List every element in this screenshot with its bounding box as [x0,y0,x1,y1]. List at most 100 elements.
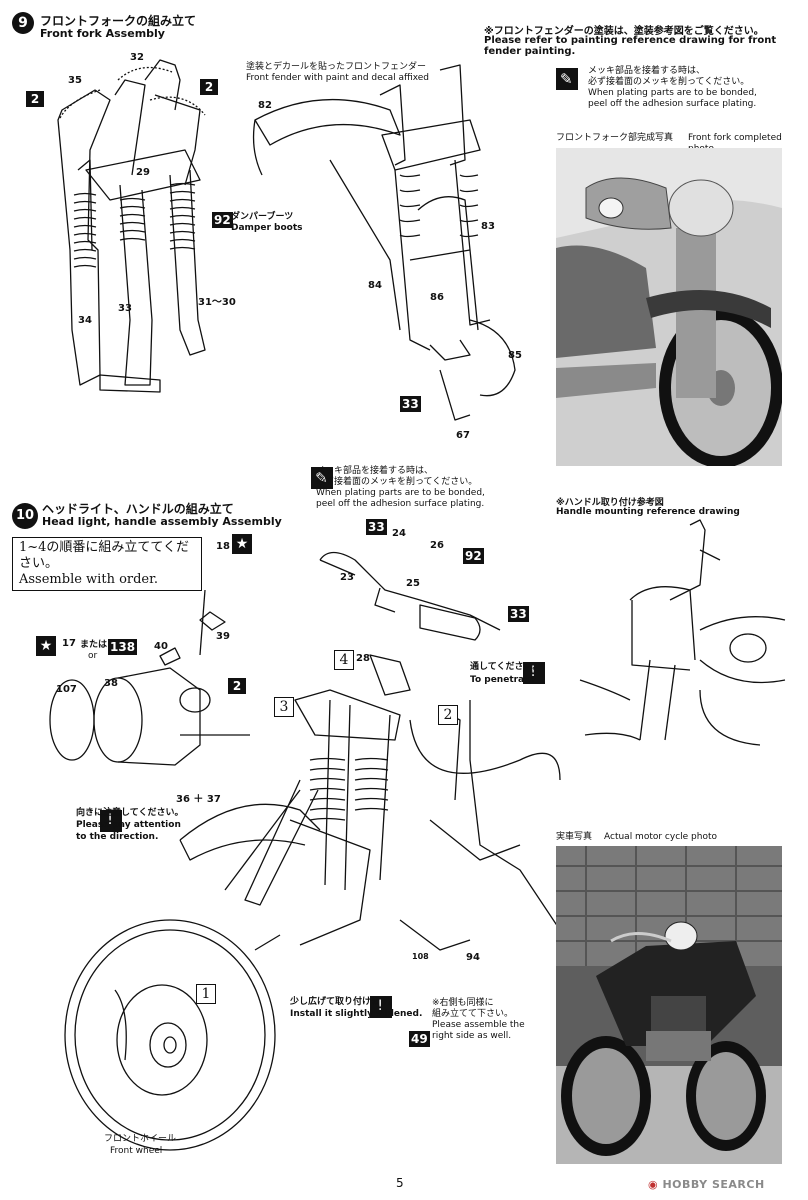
photo2-caption-en: Actual motor cycle photo [604,832,718,842]
step-marker-1: 1 [196,984,216,1004]
part-number-83: 83 [481,221,495,232]
step10-title-jp: ヘッドライト、ハンドルの組み立て [42,502,234,516]
front-fork-drawing [57,59,206,393]
damper-boots-jp: ダンパーブーツ [231,212,294,222]
attention-icon-2: ! [523,662,546,684]
watermark-text: HOBBY SEARCH [662,1178,765,1191]
or-label-en: or [88,651,98,661]
or-label-jp: または [80,640,108,650]
part-number-25: 25 [406,578,420,589]
part-number-35: 35 [68,75,82,86]
watermark-logo-icon: ◉ [648,1178,659,1191]
part-number-86: 86 [430,292,444,303]
part-tag-2-headlight: 2 [228,678,246,694]
part-number-18: 18 [216,541,230,552]
widen-note-en: Install it slightly widened. [290,1009,423,1019]
part-tag-138: 138 [108,639,138,655]
penetrate-note-jp: 通してください。 [470,662,542,672]
part-number-34: 34 [78,315,92,326]
assembly-order-jp: 1~4の順番に組み立ててください。 [19,540,190,571]
part-number-17: 17 [62,638,76,649]
direction-note-en2: to the direction. [76,832,159,842]
part-number-33: 33 [118,303,132,314]
direction-note-jp: 向きに注意してください。 [76,808,184,818]
step-marker-2: 2 [438,705,458,725]
step10-title-en: Head light, handle assembly Assembly [42,515,282,528]
direction-note-en1: Please pay attention [76,820,181,830]
plating-note-mid-en2: peel off the adhesion surface plating. [316,499,485,509]
part-number-67: 67 [456,430,470,441]
plating-warning-icon: ✎ [556,68,578,90]
hobby-search-watermark: ◉ HOBBY SEARCH [648,1178,765,1191]
photo1-caption-jp: フロントフォーク部完成写真 [556,133,674,143]
part-tag-33-grip: 33 [508,606,529,622]
part-number-108: 108 [412,952,429,961]
part-tag-92-handle: 92 [463,548,484,564]
damper-boots-en: Damper boots [231,223,303,233]
assembly-order-note: 1~4の順番に組み立ててください。 Assemble with order. [12,537,202,591]
right-side-note-jp2: 組み立てて下さい。 [432,1009,514,1019]
part-number-26: 26 [430,540,444,551]
part-number-23: 23 [340,572,354,583]
actual-motorcycle-photo [556,846,782,1164]
right-side-note-en1: Please assemble the [432,1020,525,1030]
star-marker-icon-2: ★ [36,636,56,656]
part-tag-33: 33 [400,396,421,412]
right-side-note-jp1: ※右側も同様に [432,998,494,1008]
fender-label-jp: 塗装とデカールを貼ったフロントフェンダー [246,62,427,72]
fender-note-en: Please refer to painting reference drawi… [484,35,777,57]
fender-note-jp: ※フロントフェンダーの塗装は、塗装参考図をご覧ください。 [484,26,764,37]
step10-header: 10 [12,503,38,529]
fender-label-en: Front fender with paint and decal affixe… [246,73,430,83]
plating-note-mid-jp1: メッキ部品を接着する時は、 [316,466,434,476]
part-number-39: 39 [216,631,230,642]
step10-number: 10 [12,503,38,529]
step9-header: 9 [12,12,34,34]
photo2-caption-jp: 実車写真 [556,832,593,842]
step-marker-4: 4 [334,650,354,670]
plating-note-mid-en1: When plating parts are to be bonded, [316,488,485,498]
part-tag-92: 92 [212,212,233,228]
part-number-94: 94 [466,952,480,963]
part-number-107: 107 [56,684,77,695]
part-number-32: 32 [130,52,144,63]
plating-note-mid-jp2: 必ず接着面のメッキを削ってください。 [316,477,478,487]
part-number-31-30: 31～30 [198,297,236,308]
headlight-drawing [49,589,250,766]
part-tag-2: 2 [26,91,44,107]
part-number-84: 84 [368,280,382,291]
plating-note-top-jp1: メッキ部品を接着する時は、 [588,66,706,76]
part-number-82: 82 [258,100,272,111]
page-number: 5 [396,1176,404,1190]
plating-note-top-jp2: 必ず接着面のメッキを削ってください。 [588,77,750,87]
part-tag-49: 49 [409,1031,430,1047]
front-fork-photo [556,148,782,466]
part-tag-33-top: 33 [366,519,387,535]
assembly-order-en: Assemble with order. [19,572,159,587]
attention-icon: ! [100,810,123,832]
handle-ref-en: Handle mounting reference drawing [556,507,740,517]
part-number-40: 40 [154,641,168,652]
handle-ref-jp: ※ハンドル取り付け参考図 [556,498,664,508]
plating-warning-icon-2: ✎ [311,467,334,489]
part-number-38: 38 [104,678,118,689]
part-number-36-37: 36 ＋ 37 [176,794,221,805]
step9-title-jp: フロントフォークの組み立て [40,14,197,28]
handle-reference-drawing [579,519,786,746]
step-marker-3: 3 [274,697,294,717]
plating-note-top-en1: When plating parts are to be bonded, [588,88,757,98]
part-number-85: 85 [508,350,522,361]
penetrate-note-en: To penetrate [470,675,535,685]
front-wheel-drawing [64,919,281,1151]
handlebar-fork-drawing [179,551,561,951]
step9-title-en: Front fork Assembly [40,27,165,40]
star-marker-icon: ★ [232,534,252,554]
widen-note-jp: 少し広げて取り付けます。 [290,997,398,1007]
attention-icon-3: ! [370,996,393,1018]
fender-fitting-drawing [252,64,516,421]
front-wheel-label-en: Front wheel [110,1146,163,1156]
part-tag-2-right: 2 [200,79,218,95]
plating-note-top-en2: peel off the adhesion surface plating. [588,99,757,109]
part-number-28: 28 [356,653,370,664]
